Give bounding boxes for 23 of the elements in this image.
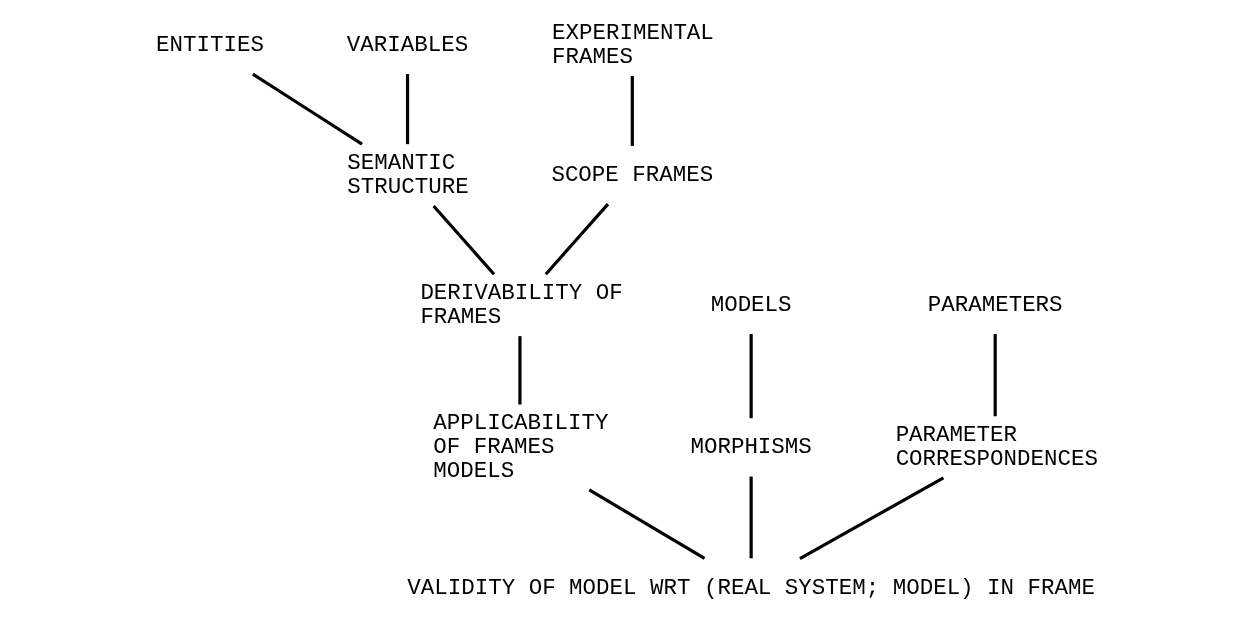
connector (405, 74, 410, 145)
connector (993, 334, 997, 417)
connector (630, 76, 634, 146)
connector (588, 488, 706, 560)
connector (252, 72, 363, 146)
node-text: VARIABLES (346, 31, 469, 58)
connector (432, 204, 496, 276)
connector (544, 203, 610, 276)
node-text: SCOPE FRAMES (551, 161, 714, 188)
node-text: DERIVABILITY OF FRAMES (420, 279, 623, 331)
node-text: PARAMETERS (927, 292, 1063, 318)
connector (749, 334, 753, 419)
node-text: APPLICABILITY OF FRAMES MODELS (433, 410, 609, 485)
connector (749, 476, 753, 559)
node-text: VALIDITY OF MODEL WRT (REAL SYSTEM; MODEL) IN FRAME (407, 574, 1095, 601)
node-text: EXPERIMENTAL FRAMES (552, 19, 714, 70)
node-text: SEMANTIC STRUCTURE (347, 149, 469, 200)
node-text: ENTITIES (156, 31, 264, 58)
connector (799, 476, 945, 560)
connector (518, 336, 522, 405)
node-text: MODELS (710, 292, 792, 318)
node-text: PARAMETER CORRESPONDENCES (895, 422, 1098, 473)
node-text: MORPHISMS (690, 434, 812, 461)
